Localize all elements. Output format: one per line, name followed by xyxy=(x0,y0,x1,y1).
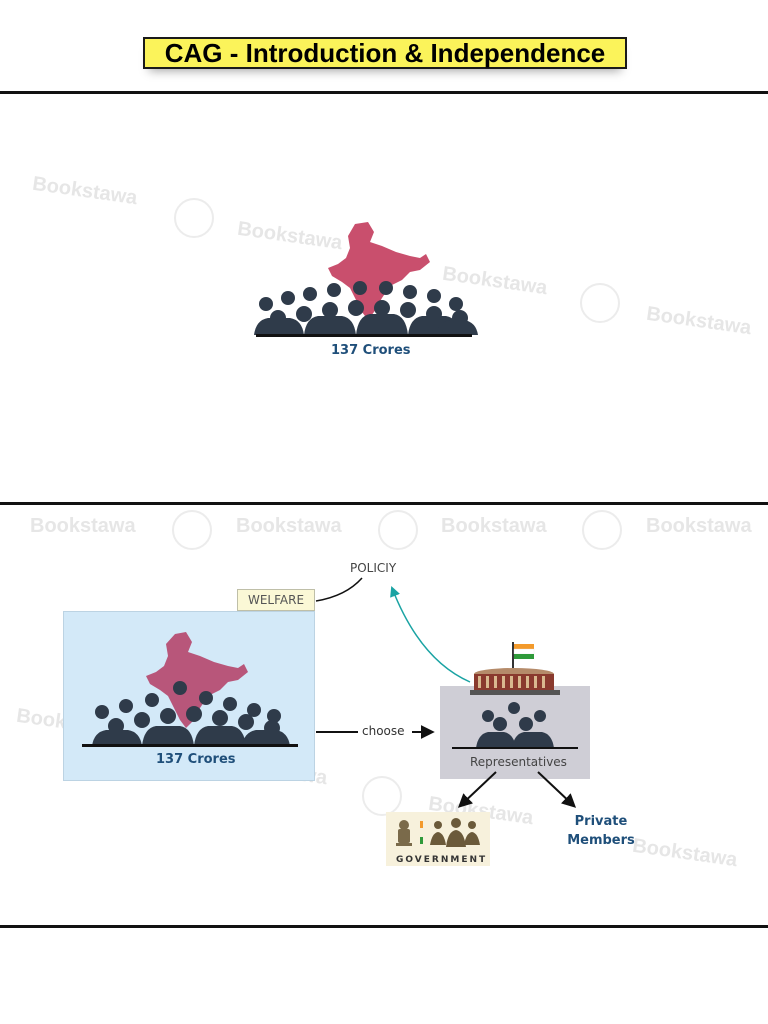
watermark-logo-icon xyxy=(174,198,214,238)
government-illustration xyxy=(396,818,480,847)
watermark: Bookstawa xyxy=(441,515,547,537)
representatives-box xyxy=(440,686,590,779)
watermark: Bookstawa xyxy=(30,515,136,537)
india-map-icon xyxy=(328,222,430,320)
government-arrow-icon xyxy=(457,771,497,808)
watermark-logo-icon xyxy=(362,776,402,816)
representatives-label: Representatives xyxy=(470,755,567,769)
crowd-icon xyxy=(92,681,290,746)
government-label: GOVERNMENT xyxy=(396,855,488,865)
representatives-underline xyxy=(452,747,578,749)
private-members-line2: Members xyxy=(567,833,635,848)
india-flag-icon xyxy=(512,642,535,668)
watermark-logo-icon xyxy=(580,283,620,323)
people-icon xyxy=(430,818,480,847)
divider-bottom xyxy=(0,925,768,928)
citizens-crowd-illustration xyxy=(82,632,298,747)
crowd-icon xyxy=(254,281,478,335)
watermark: Bookstawa xyxy=(645,302,753,340)
watermark: Bookstawa xyxy=(31,172,139,210)
choose-label: choose xyxy=(362,724,405,738)
parliament-illustration xyxy=(470,642,560,748)
private-members-line1: Private xyxy=(574,814,628,829)
parliament-icon xyxy=(470,668,560,695)
india-map-icon xyxy=(146,632,248,728)
population-label: 137 Crores xyxy=(331,343,411,358)
crowd-icon xyxy=(476,702,554,748)
watermark: Bookstawa xyxy=(646,515,752,537)
watermark-logo-icon xyxy=(378,510,418,550)
welfare-connector xyxy=(315,577,363,602)
watermark-logo-icon xyxy=(172,510,212,550)
divider-middle xyxy=(0,502,768,505)
crowd-with-map-illustration xyxy=(254,222,478,337)
policy-arrow-icon xyxy=(390,586,471,683)
watermark: Bookstawa xyxy=(236,515,342,537)
welfare-tag: WELFARE xyxy=(237,589,315,611)
citizens-population-label: 137 Crores xyxy=(156,752,236,767)
emblem-icon xyxy=(396,820,412,846)
divider-top xyxy=(0,91,768,94)
diagram-connectors xyxy=(315,577,577,808)
policy-label: POLICIY xyxy=(350,561,397,575)
watermark-logo-icon xyxy=(582,510,622,550)
page-title: CAG - Introduction & Independence xyxy=(143,37,627,69)
private-members-label: Private Members xyxy=(560,812,642,850)
private-members-arrow-icon xyxy=(537,771,577,808)
